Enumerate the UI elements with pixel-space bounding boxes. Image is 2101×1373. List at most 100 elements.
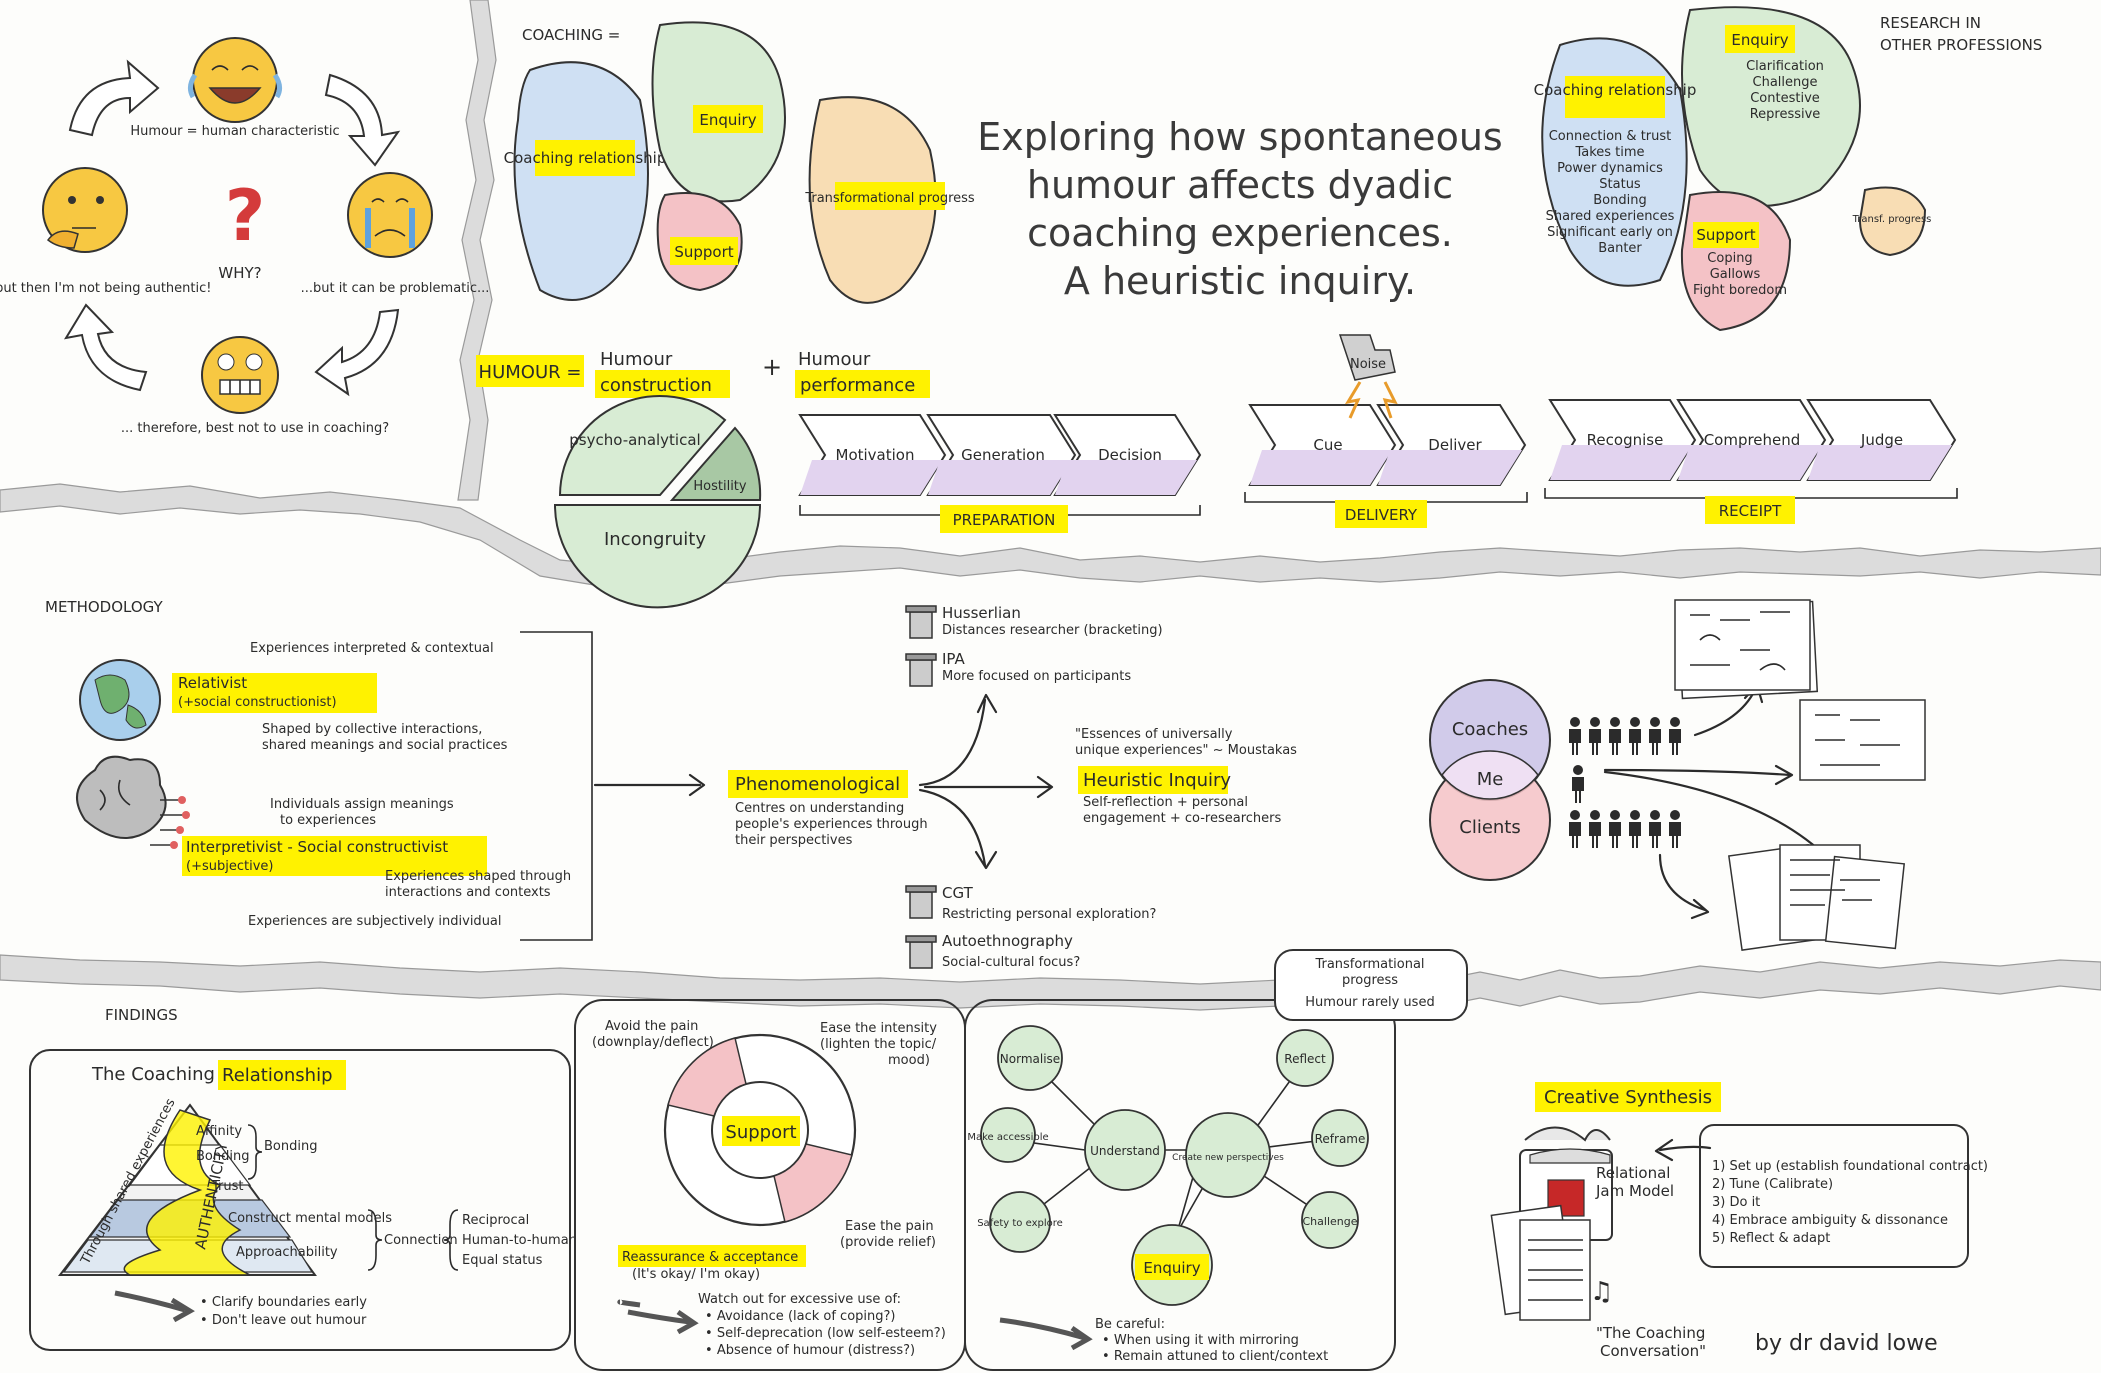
noise-label: Noise (1350, 357, 1386, 372)
findings-relationship-title-pre: The Coaching (91, 1064, 215, 1085)
person-icon (1589, 810, 1601, 848)
chevron-judge: Judge (1808, 400, 1955, 480)
enquiry-bullet-2: • Remain attuned to client/context (1102, 1349, 1328, 1364)
jam-step-2: 2) Tune (Calibrate) (1712, 1177, 1833, 1192)
coaching-relationship-label: Coaching relationship (504, 149, 667, 167)
enquiry-node-reflect: Reflect (1284, 1052, 1326, 1066)
person-icon (1589, 717, 1601, 755)
humour-construction-pre: Humour (600, 349, 673, 370)
heuristic-quote-1: "Essences of universally (1075, 727, 1233, 742)
chevron-generation: Generation (928, 415, 1075, 495)
husserlian-note: Distances researcher (bracketing) (942, 623, 1163, 638)
globe-icon (80, 660, 160, 740)
cycle-arrow-icon (66, 305, 146, 390)
arrow-icon (1000, 1320, 1088, 1348)
enquiry-care: Be careful: (1095, 1317, 1165, 1332)
person-icon (1649, 717, 1661, 755)
transf-box-1: Transformational (1314, 957, 1424, 972)
svg-text:Connection & trust: Connection & trust (1549, 129, 1672, 144)
svg-text:Decision: Decision (1098, 446, 1162, 464)
humour-performance-pre: Humour (798, 349, 871, 370)
enquiry-node-reframe: Reframe (1315, 1132, 1366, 1146)
person-icon (1609, 717, 1621, 755)
person-icon (1569, 717, 1581, 755)
support-ease-pain-2: (provide relief) (840, 1235, 936, 1250)
pie-label-incongruity: Incongruity (604, 529, 706, 550)
interpretivist-note-2b: interactions and contexts (385, 885, 551, 900)
enquiry-bullet-1: • When using it with mirroring (1102, 1333, 1299, 1348)
title-line-1: Exploring how spontaneous (977, 115, 1502, 159)
humour-plus: + (762, 353, 782, 381)
support-reassurance-2: (It's okay/ I'm okay) (632, 1267, 760, 1282)
enquiry-mindmap: Normalise Make accessible Safety to expl… (967, 1026, 1368, 1305)
trash-icon (906, 654, 936, 686)
heuristic-label: Heuristic Inquiry (1083, 770, 1231, 791)
findings-relationship-title: Relationship (222, 1065, 333, 1086)
svg-text:Status: Status (1599, 177, 1641, 192)
cycle-bottom-text: ... therefore, best not to use in coachi… (121, 421, 389, 436)
svg-text:Takes time: Takes time (1574, 145, 1644, 160)
phenomenological-note-1: Centres on understanding (735, 801, 904, 816)
research-transformational: Transf. progress (1852, 214, 1932, 225)
pyramid-group-bonding: Bonding (264, 1139, 317, 1154)
transf-box-3: Humour rarely used (1305, 995, 1434, 1010)
venn-clients: Clients (1459, 817, 1521, 838)
svg-text:Contestive: Contestive (1750, 91, 1820, 106)
svg-text:Significant early on: Significant early on (1547, 225, 1673, 240)
humour-performance: performance (800, 375, 915, 396)
book-title-2: Conversation" (1600, 1342, 1706, 1360)
pyramid-bonding: Bonding (196, 1149, 249, 1164)
pie-label-psychoanalytical: psycho-analytical (569, 431, 700, 449)
person-icon (1669, 717, 1681, 755)
jam-step-1: 1) Set up (establish foundational contra… (1712, 1159, 1988, 1174)
interpretivist-note-3: Experiences are subjectively individual (248, 914, 502, 929)
jam-step-5: 5) Reflect & adapt (1712, 1231, 1830, 1246)
person-icon (1609, 810, 1621, 848)
svg-text:Clarification: Clarification (1746, 59, 1824, 74)
support-bullet-1: • Avoidance (lack of coping?) (705, 1309, 896, 1324)
enquiry-node-understand: Understand (1090, 1144, 1160, 1158)
cgt-label: CGT (942, 884, 974, 902)
coaching-label: COACHING = (522, 26, 620, 44)
svg-text:Deliver: Deliver (1428, 436, 1482, 454)
svg-text:Comprehend: Comprehend (1704, 431, 1801, 449)
venn-coaches: Coaches (1452, 719, 1528, 740)
trash-icon (906, 606, 936, 638)
humour-construction: construction (600, 375, 712, 396)
model-label-1: Relational (1596, 1164, 1670, 1182)
ipa-label: IPA (942, 650, 966, 668)
support-center-label: Support (725, 1122, 796, 1143)
phase-receipt: RECEIPT (1719, 502, 1782, 520)
findings-section: FINDINGS The Coaching Relationship AUTHE… (30, 950, 1988, 1370)
support-avoid-1: Avoid the pain (605, 1019, 698, 1034)
author-credit: by dr david lowe (1755, 1331, 1938, 1356)
pie-label-hostility: Hostility (693, 479, 747, 494)
research-label-2: OTHER PROFESSIONS (1880, 36, 2042, 54)
title-line-4: A heuristic inquiry. (1064, 259, 1416, 303)
support-ease-intensity-2: (lighten the topic/ (820, 1037, 937, 1052)
cycle-left-text: ... but then I'm not being authentic! (0, 281, 211, 296)
relativist-sub: (+social constructionist) (178, 695, 337, 710)
autoethnography-label: Autoethnography (942, 932, 1073, 950)
person-icon (1649, 810, 1661, 848)
heuristic-note-1: Self-reflection + personal (1083, 795, 1248, 810)
svg-text:Recognise: Recognise (1587, 431, 1664, 449)
connection-item-1: Reciprocal (462, 1213, 529, 1228)
enquiry-node-make-accessible: Make accessible (967, 1132, 1048, 1143)
heuristic-note-2: engagement + co-researchers (1083, 811, 1281, 826)
svg-text:Power dynamics: Power dynamics (1557, 161, 1663, 176)
enquiry-node-enquiry: Enquiry (1143, 1259, 1200, 1277)
relativist-note-1: Experiences interpreted & contextual (250, 641, 494, 656)
arrow-icon (620, 1302, 694, 1332)
support-reassurance-1: Reassurance & acceptance (622, 1250, 798, 1265)
phenomenological-note-2: people's experiences through (735, 817, 928, 832)
crying-emoji-icon (348, 173, 432, 257)
chevron-decision: Decision (1055, 415, 1200, 495)
enquiry-node-new-perspectives: Create new perspectives (1172, 1153, 1284, 1163)
research-relationship-title: Coaching relationship (1534, 81, 1697, 99)
svg-text:Cue: Cue (1313, 436, 1342, 454)
pyramid-trust: Trust (211, 1179, 243, 1194)
pyramid-affinity: Affinity (196, 1124, 242, 1139)
interpretivist-label: Interpretivist - Social constructivist (186, 838, 448, 856)
pyramid-approachability: Approachability (236, 1245, 338, 1260)
